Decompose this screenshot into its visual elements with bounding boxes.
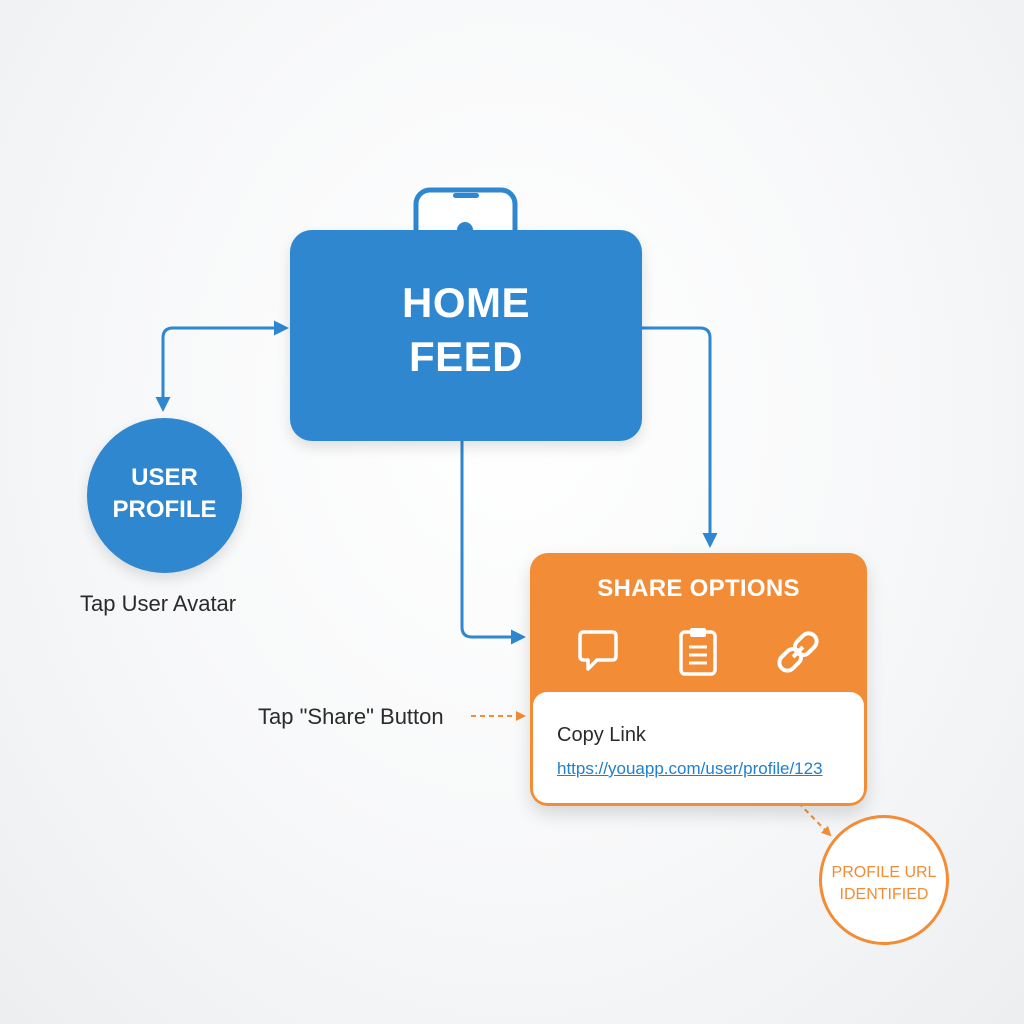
copy-link-label: Copy Link: [557, 724, 646, 746]
home-feed-node[interactable]: HOME FEED: [290, 230, 642, 441]
connector-profile-home: [155, 320, 289, 412]
copy-link-panel: Copy Link https://youapp.com/user/profil…: [533, 692, 864, 803]
share-options-title: SHARE OPTIONS: [597, 575, 800, 602]
tap-avatar-caption: Tap User Avatar: [80, 591, 237, 616]
profile-url-identified-node: PROFILE URL IDENTIFIED: [819, 815, 949, 945]
comment-icon[interactable]: [573, 626, 623, 678]
user-profile-node[interactable]: USER PROFILE: [87, 418, 242, 573]
connector-home-share-top: [642, 326, 718, 548]
home-feed-title: HOME FEED: [402, 279, 530, 380]
tap-share-caption: Tap "Share" Button: [258, 704, 444, 729]
connector-home-share-left: [460, 441, 526, 645]
user-profile-title: USER PROFILE: [112, 464, 217, 523]
profile-url-identified-label: PROFILE URL IDENTIFIED: [831, 864, 937, 903]
clipboard-icon[interactable]: [673, 626, 723, 678]
profile-url-link[interactable]: https://youapp.com/user/profile/123: [557, 759, 823, 778]
link-icon[interactable]: [773, 626, 823, 678]
share-options-node[interactable]: SHARE OPTIONS Copy Link https://youapp.c…: [530, 553, 867, 806]
